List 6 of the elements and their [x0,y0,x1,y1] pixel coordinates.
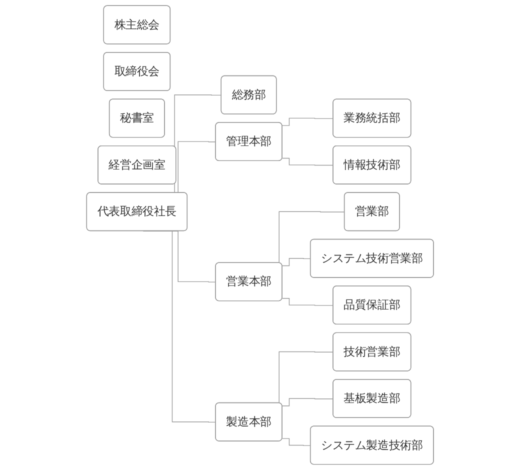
connector [282,398,334,406]
connector [282,258,312,266]
connector [282,118,334,126]
connector [282,438,312,446]
connector [282,298,334,306]
connector [282,158,334,166]
